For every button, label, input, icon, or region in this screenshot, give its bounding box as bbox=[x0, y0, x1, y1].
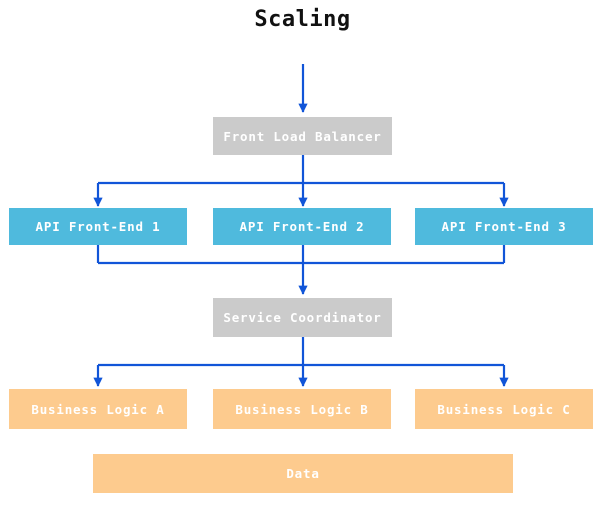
node-service-coordinator: Service Coordinator bbox=[213, 298, 392, 337]
node-api-front-end-3: API Front-End 3 bbox=[415, 208, 593, 245]
node-api-front-end-2: API Front-End 2 bbox=[213, 208, 391, 245]
node-front-load-balancer: Front Load Balancer bbox=[213, 117, 392, 155]
node-business-logic-b: Business Logic B bbox=[213, 389, 391, 429]
node-data: Data bbox=[93, 454, 513, 493]
diagram-title: Scaling bbox=[254, 7, 351, 32]
node-business-logic-c: Business Logic C bbox=[415, 389, 593, 429]
node-business-logic-a: Business Logic A bbox=[9, 389, 187, 429]
node-api-front-end-1: API Front-End 1 bbox=[9, 208, 187, 245]
